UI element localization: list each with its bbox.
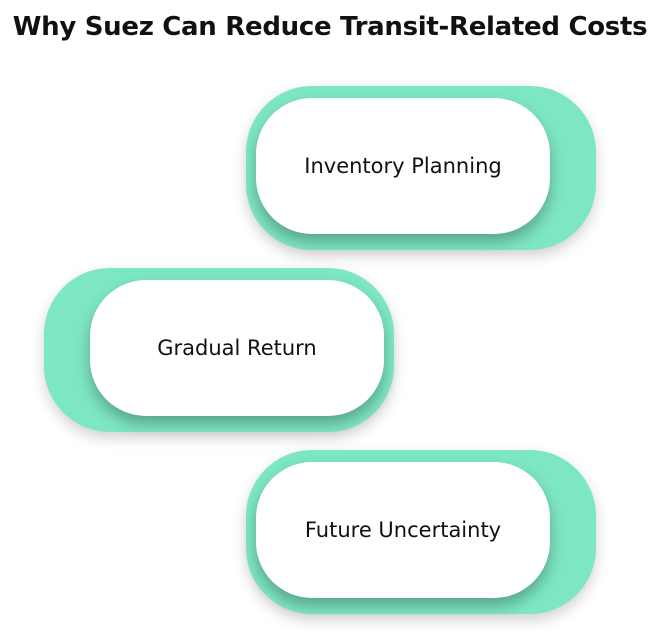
pill-label: Gradual Return [157, 336, 317, 360]
reason-item-future-uncertainty: Future Uncertainty [246, 450, 596, 614]
pill-label: Inventory Planning [304, 154, 502, 178]
reason-item-inventory-planning: Inventory Planning [246, 86, 596, 250]
pill-card: Inventory Planning [256, 98, 550, 234]
pill-card: Gradual Return [90, 280, 384, 416]
pill-card: Future Uncertainty [256, 462, 550, 598]
reason-item-gradual-return: Gradual Return [44, 268, 394, 432]
diagram-title: Why Suez Can Reduce Transit-Related Cost… [12, 12, 648, 42]
pill-label: Future Uncertainty [304, 518, 502, 542]
